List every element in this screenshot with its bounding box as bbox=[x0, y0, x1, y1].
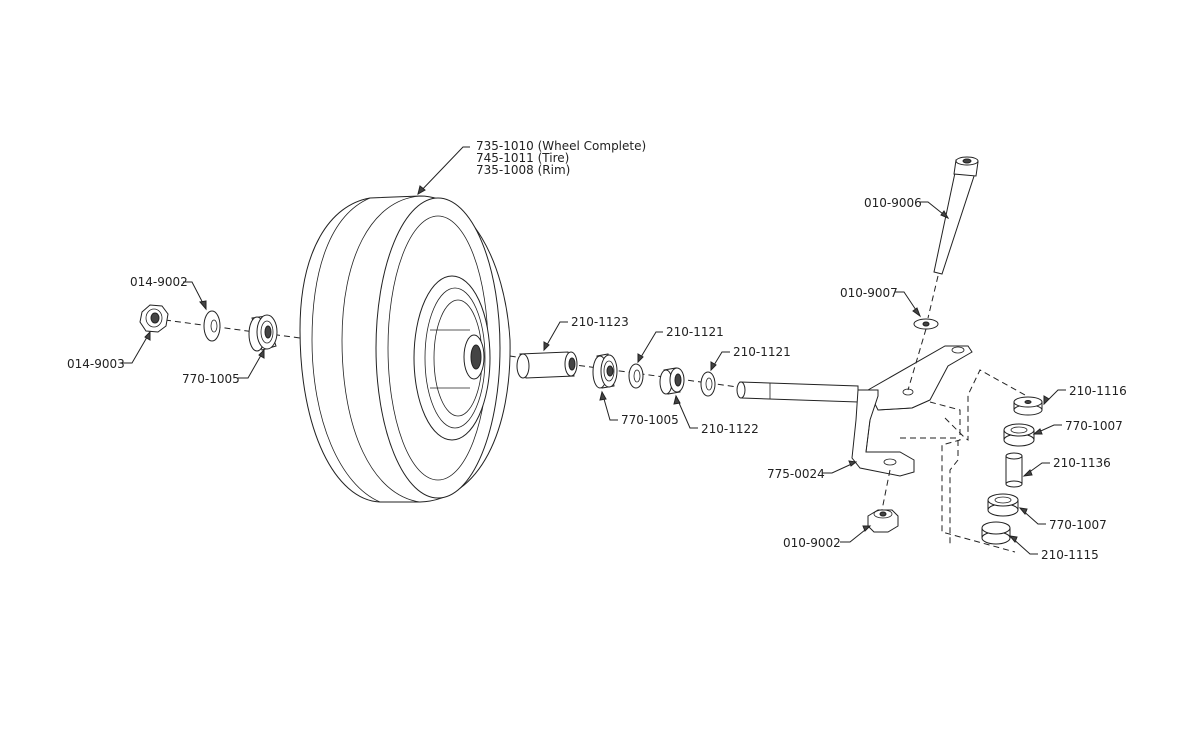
label-210-1116: 210-1116 bbox=[1069, 384, 1127, 398]
part-770-1007-bearing-a bbox=[1003, 423, 1035, 447]
part-735-1010-wheel bbox=[299, 195, 511, 503]
label-770-1007-b: 770-1007 bbox=[1049, 518, 1107, 532]
label-014-9003: 014-9003 bbox=[67, 357, 125, 371]
part-770-1007-bearing-b bbox=[987, 493, 1019, 517]
label-210-1115: 210-1115 bbox=[1041, 548, 1099, 562]
part-210-1136-spacer bbox=[1005, 452, 1023, 488]
label-770-1005-left: 770-1005 bbox=[182, 372, 240, 386]
label-775-0024: 775-0024 bbox=[767, 467, 825, 481]
part-014-9003-nut bbox=[139, 304, 169, 333]
stack-centerline-upper bbox=[944, 369, 1026, 441]
part-210-1115-cap bbox=[981, 521, 1011, 545]
label-210-1122: 210-1122 bbox=[701, 422, 759, 436]
leader-arrowheads bbox=[144, 185, 1050, 543]
part-210-1122-bushing bbox=[659, 367, 685, 395]
label-tire: 745-1011 (Tire) bbox=[476, 151, 569, 165]
label-010-9002: 010-9002 bbox=[783, 536, 841, 550]
label-210-1121-b: 210-1121 bbox=[733, 345, 791, 359]
label-010-9007: 010-9007 bbox=[840, 286, 898, 300]
part-014-9002-washer bbox=[203, 310, 221, 342]
label-210-1136: 210-1136 bbox=[1053, 456, 1111, 470]
stack-centerline-lower bbox=[929, 401, 1016, 553]
label-rim: 735-1008 (Rim) bbox=[476, 163, 570, 177]
stack-centerline-mid bbox=[900, 437, 959, 545]
part-010-9007-washer bbox=[913, 318, 939, 330]
leader-lines bbox=[121, 146, 1066, 555]
part-775-0024-spindle bbox=[736, 345, 973, 477]
washer-centerline bbox=[907, 328, 927, 391]
label-770-1007-a: 770-1007 bbox=[1065, 419, 1123, 433]
part-770-1005-bearing-mid bbox=[592, 353, 618, 389]
part-010-9006-bolt bbox=[933, 156, 979, 275]
label-wheel-complete: 735-1010 (Wheel Complete) bbox=[476, 139, 646, 153]
part-210-1116-cap bbox=[1013, 396, 1043, 416]
nut-centerline bbox=[881, 469, 891, 511]
part-210-1123-spacer bbox=[516, 351, 578, 379]
label-014-9002: 014-9002 bbox=[130, 275, 188, 289]
bolt-centerline bbox=[927, 275, 939, 319]
label-770-1005-mid: 770-1005 bbox=[621, 413, 679, 427]
axle-centerline-left bbox=[164, 319, 301, 339]
part-210-1121-washer-a bbox=[628, 363, 644, 389]
label-210-1121-a: 210-1121 bbox=[666, 325, 724, 339]
label-010-9006: 010-9006 bbox=[864, 196, 922, 210]
part-010-9002-nut bbox=[867, 509, 899, 533]
part-210-1121-washer-b bbox=[700, 371, 716, 397]
part-770-1005-bearing-left bbox=[248, 314, 278, 352]
label-210-1123: 210-1123 bbox=[571, 315, 629, 329]
